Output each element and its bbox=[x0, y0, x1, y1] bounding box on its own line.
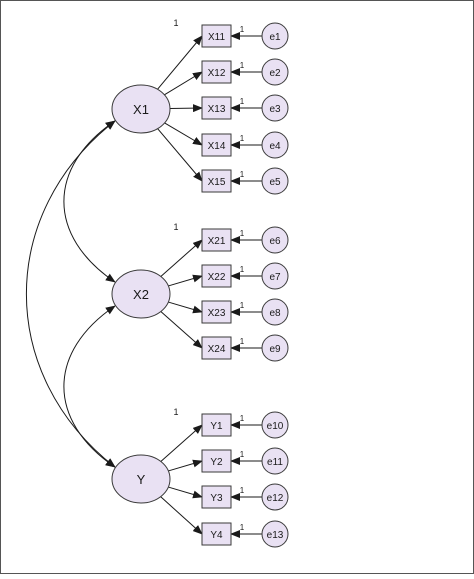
error-node-e7 bbox=[261, 262, 289, 290]
error-label-e13: e13 bbox=[267, 530, 284, 541]
error-weight-e3: 1 bbox=[240, 97, 245, 106]
error-node-e10 bbox=[261, 411, 289, 439]
path-layer bbox=[157, 32, 262, 538]
observed-node-y4 bbox=[201, 522, 232, 546]
observed-node-x15 bbox=[201, 169, 232, 193]
observed-node-x12 bbox=[201, 60, 232, 84]
observed-node-x11 bbox=[201, 24, 232, 48]
observed-label-y1: Y1 bbox=[210, 421, 223, 432]
covariance-arrow-x1-y bbox=[25, 120, 116, 468]
loading-path-y4 bbox=[160, 496, 203, 535]
error-node-e1 bbox=[261, 22, 289, 50]
covariance-layer bbox=[25, 120, 116, 468]
error-weight-e10: 1 bbox=[240, 414, 245, 423]
error-weight-e5: 1 bbox=[240, 170, 245, 179]
observed-label-x13: X13 bbox=[208, 104, 226, 115]
error-label-e7: e7 bbox=[269, 272, 281, 283]
loading-path-x11 bbox=[157, 35, 203, 90]
observed-label-x14: X14 bbox=[208, 141, 226, 152]
observed-node-x24 bbox=[201, 336, 232, 360]
error-label-e11: e11 bbox=[267, 457, 283, 468]
loading-weight-x21: 1 bbox=[173, 222, 178, 232]
observed-node-y3 bbox=[201, 485, 232, 509]
loading-path-x21 bbox=[160, 239, 203, 277]
latent-node-x1 bbox=[111, 84, 171, 134]
error-label-e5: e5 bbox=[269, 177, 281, 188]
error-node-e8 bbox=[261, 298, 289, 326]
observed-label-x23: X23 bbox=[208, 308, 226, 319]
latent-label-y: Y bbox=[137, 472, 146, 487]
error-node-e6 bbox=[261, 226, 289, 254]
observed-node-y2 bbox=[201, 449, 232, 473]
loading-path-y1 bbox=[160, 424, 203, 462]
loading-path-x13 bbox=[169, 104, 203, 113]
error-node-e9 bbox=[261, 334, 289, 362]
node-layer bbox=[111, 22, 289, 548]
error-node-e12 bbox=[261, 483, 289, 511]
error-label-e12: e12 bbox=[267, 493, 284, 504]
covariance-arrow-x2-y bbox=[63, 305, 116, 468]
observed-label-y4: Y4 bbox=[210, 530, 223, 541]
error-weight-e6: 1 bbox=[240, 229, 245, 238]
error-weight-e13: 1 bbox=[240, 523, 245, 532]
error-node-e13 bbox=[261, 520, 289, 548]
observed-label-x21: X21 bbox=[208, 236, 226, 247]
loading-weight-y1: 1 bbox=[173, 407, 178, 417]
error-weight-e4: 1 bbox=[240, 134, 245, 143]
observed-label-x15: X15 bbox=[208, 177, 226, 188]
latent-label-x2: X2 bbox=[133, 287, 149, 302]
observed-label-y3: Y3 bbox=[210, 493, 223, 504]
error-label-e4: e4 bbox=[269, 141, 281, 152]
loading-path-x23 bbox=[168, 301, 203, 314]
error-label-e10: e10 bbox=[267, 421, 284, 432]
latent-node-y bbox=[111, 454, 171, 504]
observed-label-x22: X22 bbox=[208, 272, 226, 283]
loading-path-x24 bbox=[160, 311, 203, 349]
error-weight-e12: 1 bbox=[240, 486, 245, 495]
observed-label-x11: X11 bbox=[208, 32, 225, 43]
loading-path-x15 bbox=[157, 128, 203, 182]
covariance-arrow-x1-x2 bbox=[63, 120, 116, 283]
loading-path-x12 bbox=[164, 71, 203, 96]
observed-node-y1 bbox=[201, 413, 232, 437]
observed-node-x22 bbox=[201, 264, 232, 288]
error-node-e11 bbox=[261, 447, 289, 475]
observed-label-x24: X24 bbox=[208, 344, 226, 355]
error-node-e5 bbox=[261, 167, 289, 195]
observed-label-x12: X12 bbox=[208, 68, 226, 79]
error-weight-e8: 1 bbox=[240, 301, 245, 310]
loading-path-y2 bbox=[168, 459, 203, 472]
error-label-e8: e8 bbox=[269, 308, 281, 319]
error-weight-e1: 1 bbox=[240, 25, 245, 34]
loading-weight-x11: 1 bbox=[173, 18, 178, 28]
loading-path-y3 bbox=[168, 486, 203, 499]
error-label-e6: e6 bbox=[269, 236, 281, 247]
observed-node-x14 bbox=[201, 133, 232, 157]
error-label-e2: e2 bbox=[269, 68, 281, 79]
observed-node-x21 bbox=[201, 228, 232, 252]
error-node-e4 bbox=[261, 131, 289, 159]
error-node-e2 bbox=[261, 58, 289, 86]
error-label-e1: e1 bbox=[269, 32, 281, 43]
observed-node-x23 bbox=[201, 300, 232, 324]
observed-node-x13 bbox=[201, 96, 232, 120]
error-weight-e7: 1 bbox=[240, 265, 245, 274]
error-weight-e2: 1 bbox=[240, 61, 245, 70]
latent-label-x1: X1 bbox=[133, 102, 149, 117]
loading-path-x14 bbox=[164, 122, 203, 146]
error-weight-e11: 1 bbox=[240, 450, 245, 459]
error-label-e3: e3 bbox=[269, 104, 281, 115]
latent-node-x2 bbox=[111, 269, 171, 319]
error-label-e9: e9 bbox=[269, 344, 281, 355]
loading-path-x22 bbox=[168, 274, 203, 287]
error-node-e3 bbox=[261, 94, 289, 122]
observed-label-y2: Y2 bbox=[210, 457, 223, 468]
error-weight-e9: 1 bbox=[240, 337, 245, 346]
